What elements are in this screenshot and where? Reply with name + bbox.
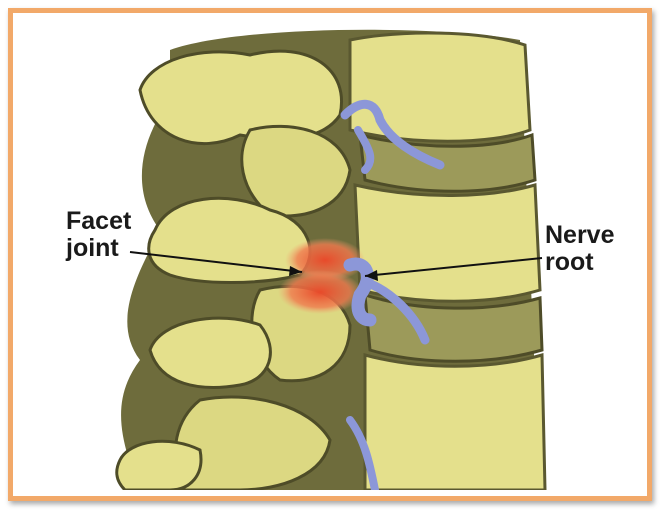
vertebral-body-top: [350, 33, 530, 141]
facet-inflammation-lower: [278, 270, 362, 314]
vertebral-body-middle: [355, 185, 540, 301]
process-bottom: [150, 318, 270, 387]
facet-joint-label: Facet joint: [66, 208, 131, 262]
nerve-root-label: Nerve root: [545, 222, 615, 276]
vertebral-body-bottom: [365, 355, 545, 490]
process-lower-left: [117, 441, 201, 490]
